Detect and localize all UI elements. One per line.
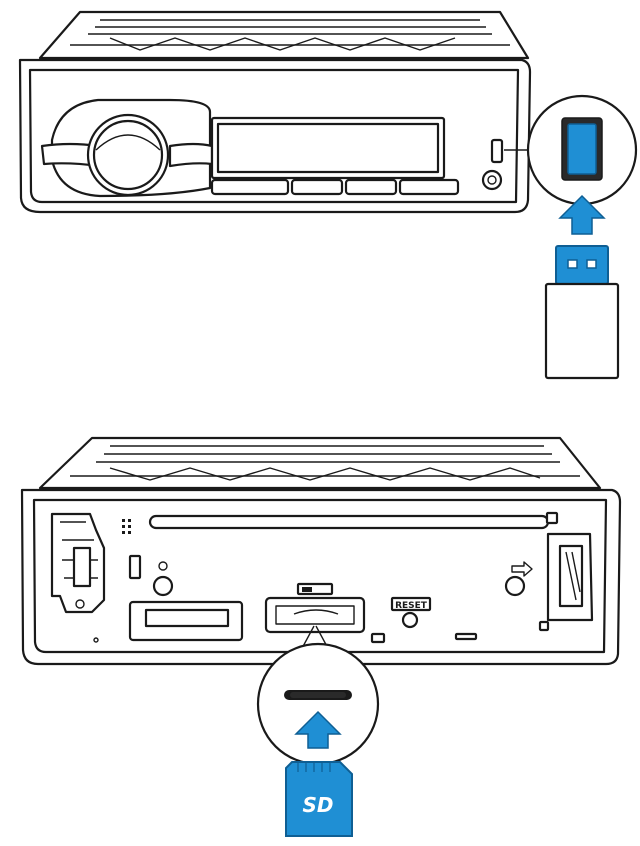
screw-right-icon	[504, 575, 526, 597]
cd-slot	[148, 514, 550, 530]
usb-port-icon	[526, 94, 638, 206]
chassis-vents	[70, 19, 510, 51]
aux-jack-icon	[481, 169, 503, 191]
car-radio-front-icon	[18, 10, 532, 214]
eject-arrow-icon	[511, 561, 533, 577]
chassis-vents-lower	[70, 445, 580, 481]
rear-connector-block	[128, 600, 244, 642]
sd-card-icon: SD	[285, 761, 353, 837]
usb-port-small-icon	[490, 138, 504, 164]
sd-card-slot-icon	[264, 582, 366, 634]
reset-label: RESET	[395, 601, 428, 611]
vent-grid-icon	[122, 519, 131, 534]
preset-buttons	[210, 178, 460, 196]
insert-arrow-icon	[558, 194, 606, 235]
usb-flash-drive-icon	[544, 245, 620, 380]
car-radio-open-panel-icon: RESET	[20, 436, 622, 666]
screw-left-icon	[152, 575, 174, 597]
reset-button: RESET	[390, 596, 432, 629]
sd-card-label: SD	[302, 793, 333, 817]
left-connector-mechanism	[50, 512, 106, 614]
right-mechanism	[538, 511, 594, 632]
sd-insert-arrow-icon	[294, 710, 342, 749]
